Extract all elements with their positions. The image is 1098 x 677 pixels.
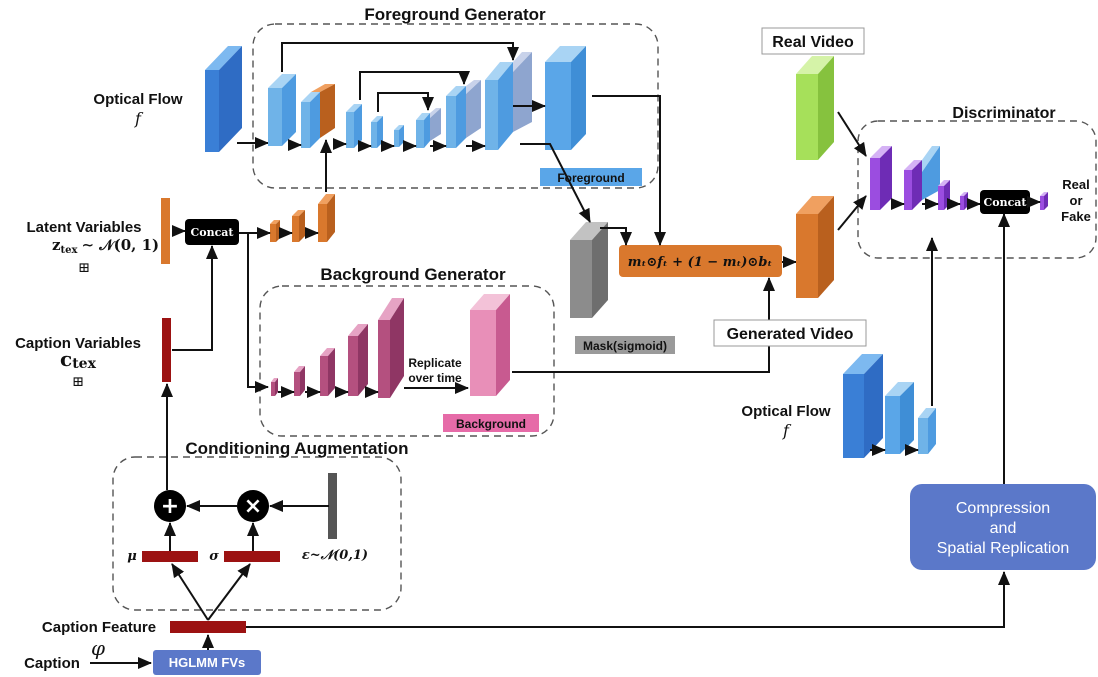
caption-feature-label: Caption Feature <box>42 619 156 636</box>
latent-encoder <box>270 194 335 242</box>
discriminator-concat-block <box>980 190 1030 214</box>
epsilon-vector <box>328 473 337 539</box>
sigma-label: σ <box>209 549 219 564</box>
concat-sign-1: ⊞ <box>78 260 90 276</box>
foreground-generator-box <box>252 23 659 189</box>
optical-flow-label: Optical Flow <box>93 91 183 108</box>
conditioning-augmentation-title: Conditioning Augmentation <box>185 439 408 458</box>
output-or: or <box>1070 193 1083 208</box>
foreground-generator-title: Foreground Generator <box>364 5 546 24</box>
caption-feature-vector <box>170 621 246 633</box>
latent-variables-label: Latent Variables <box>26 219 141 236</box>
optical-flow-disc-label: Optical Flow <box>741 403 831 420</box>
optical-flow-disc-network <box>843 354 936 458</box>
discriminator-network <box>870 146 1048 210</box>
latent-vector <box>161 198 170 264</box>
replicate-label-line1: Replicate <box>408 356 462 370</box>
mask-tag-label: Mask(sigmoid) <box>583 339 667 353</box>
real-video-label: Real Video <box>772 34 854 51</box>
generated-video-tag <box>713 319 867 347</box>
composition-formula-box <box>619 245 782 277</box>
background-tag <box>443 414 539 432</box>
compression-line2: and <box>990 520 1017 537</box>
composition-formula: mₜ⊙fₜ + (1 − mₜ)⊙bₜ <box>628 255 773 270</box>
caption-label: Caption <box>24 655 80 672</box>
hglmm-block <box>153 650 261 675</box>
real-video-volume <box>796 56 834 160</box>
mu-label: μ <box>127 549 137 564</box>
background-decoder <box>271 294 510 398</box>
compression-line1: Compression <box>956 500 1050 517</box>
caption-variables-label: Caption Variables <box>15 335 141 352</box>
generated-video-volume <box>796 196 834 298</box>
discriminator-title: Discriminator <box>952 105 1055 122</box>
times-symbol: × <box>244 494 262 519</box>
foreground-encoder-decoder <box>268 46 586 150</box>
plus-node <box>154 490 186 522</box>
output-fake: Fake <box>1061 209 1091 224</box>
times-node <box>237 490 269 522</box>
replicate-label-line2: over time <box>408 371 462 385</box>
output-real: Real <box>1062 177 1089 192</box>
concat-label: Concat <box>191 226 235 239</box>
conditioning-augmentation-box <box>112 456 402 611</box>
background-tag-label: Background <box>456 417 526 431</box>
optical-flow-symbol: f <box>134 109 144 128</box>
hglmm-label: HGLMM FVs <box>169 655 246 670</box>
discriminator-box <box>857 120 1097 259</box>
mu-vector <box>142 551 198 562</box>
background-generator-title: Background Generator <box>320 265 506 284</box>
discriminator-concat-label: Concat <box>984 196 1028 209</box>
sigma-vector <box>224 551 280 562</box>
concat-block <box>185 219 239 245</box>
real-video-tag <box>761 27 865 55</box>
plus-symbol: + <box>161 494 179 519</box>
compression-block <box>910 484 1096 570</box>
caption-phi: φ <box>91 636 105 660</box>
optical-flow-disc-symbol: f <box>782 421 792 440</box>
foreground-tag-label: Foreground <box>557 171 624 185</box>
compression-line3: Spatial Replication <box>937 540 1070 557</box>
generated-video-label: Generated Video <box>727 326 854 343</box>
concat-sign-2: ⊞ <box>72 374 84 390</box>
mask-volume <box>570 222 608 318</box>
latent-symbol: ztex∼ 𝒩(0, 1) <box>52 236 159 256</box>
caption-symbol: ctex <box>60 347 97 372</box>
epsilon-label: ε~𝒩(0,1) <box>302 548 368 563</box>
caption-vector <box>162 318 171 382</box>
optical-flow-volume <box>205 46 242 152</box>
background-generator-box <box>259 285 555 437</box>
mask-tag <box>575 336 675 354</box>
